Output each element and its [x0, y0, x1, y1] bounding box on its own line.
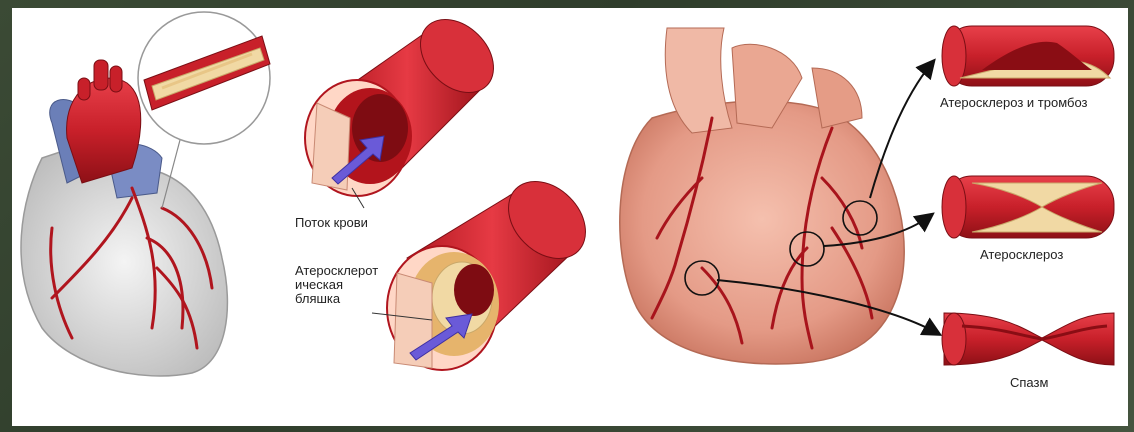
vessel-atherosclerosis-illustration: [942, 176, 1114, 238]
left-heart-illustration: [21, 12, 270, 376]
plaque-label-line3: бляшка: [295, 292, 405, 306]
spasm-label: Спазм: [1010, 376, 1048, 390]
plaque-vessel-illustration: [387, 166, 601, 370]
plaque-label-line1: Атеросклерот: [295, 264, 405, 278]
plaque-label: Атеросклерот ическая бляшка: [295, 264, 405, 306]
right-heart-illustration: [620, 28, 904, 364]
athero-thrombosis-label: Атеросклероз и тромбоз: [940, 96, 1088, 110]
atherosclerosis-label: Атеросклероз: [980, 248, 1063, 262]
blood-flow-label: Поток крови: [295, 216, 368, 230]
illustration-canvas: Поток крови Атеросклерот ическая бляшка …: [12, 8, 1128, 426]
healthy-vessel-illustration: [305, 8, 508, 196]
vessel-thrombosis-illustration: [942, 26, 1114, 86]
atherosclerosis-illustration: [12, 8, 1128, 426]
vessel-spasm-illustration: [942, 313, 1114, 365]
plaque-label-line2: ическая: [295, 278, 405, 292]
